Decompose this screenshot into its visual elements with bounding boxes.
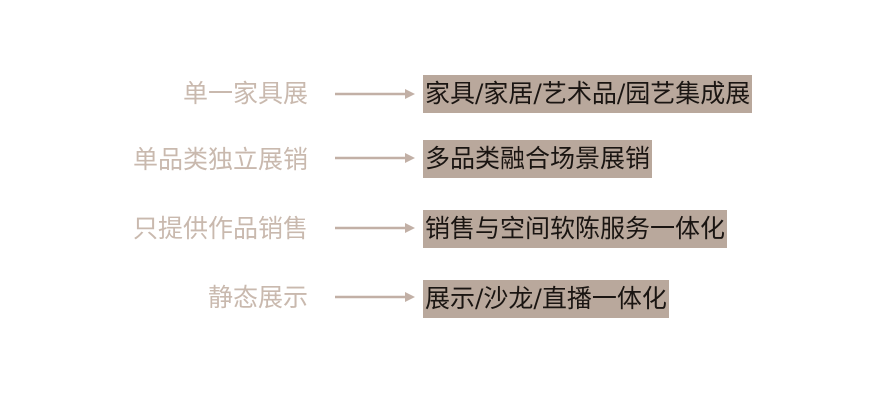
after-box: 销售与空间软陈服务一体化: [423, 210, 728, 248]
after-box: 展示/沙龙/直播一体化: [423, 280, 669, 318]
after-box: 家具/家居/艺术品/园艺集成展: [423, 75, 753, 113]
row-4: 静态展示 展示/沙龙/直播一体化: [0, 278, 875, 318]
before-label: 单品类独立展销: [132, 145, 308, 174]
after-box: 多品类融合场景展销: [423, 140, 653, 178]
arrow-right-icon: [335, 292, 415, 302]
arrow-right-icon: [335, 223, 415, 233]
before-label: 单一家具展: [182, 79, 308, 108]
before-label: 只提供作品销售: [132, 214, 308, 243]
before-label: 静态展示: [207, 283, 308, 312]
arrow-right-icon: [335, 153, 415, 163]
row-2: 单品类独立展销 多品类融合场景展销: [0, 140, 875, 180]
row-3: 只提供作品销售 销售与空间软陈服务一体化: [0, 209, 875, 249]
row-1: 单一家具展 家具/家居/艺术品/园艺集成展: [0, 74, 875, 114]
arrow-right-icon: [335, 89, 415, 99]
